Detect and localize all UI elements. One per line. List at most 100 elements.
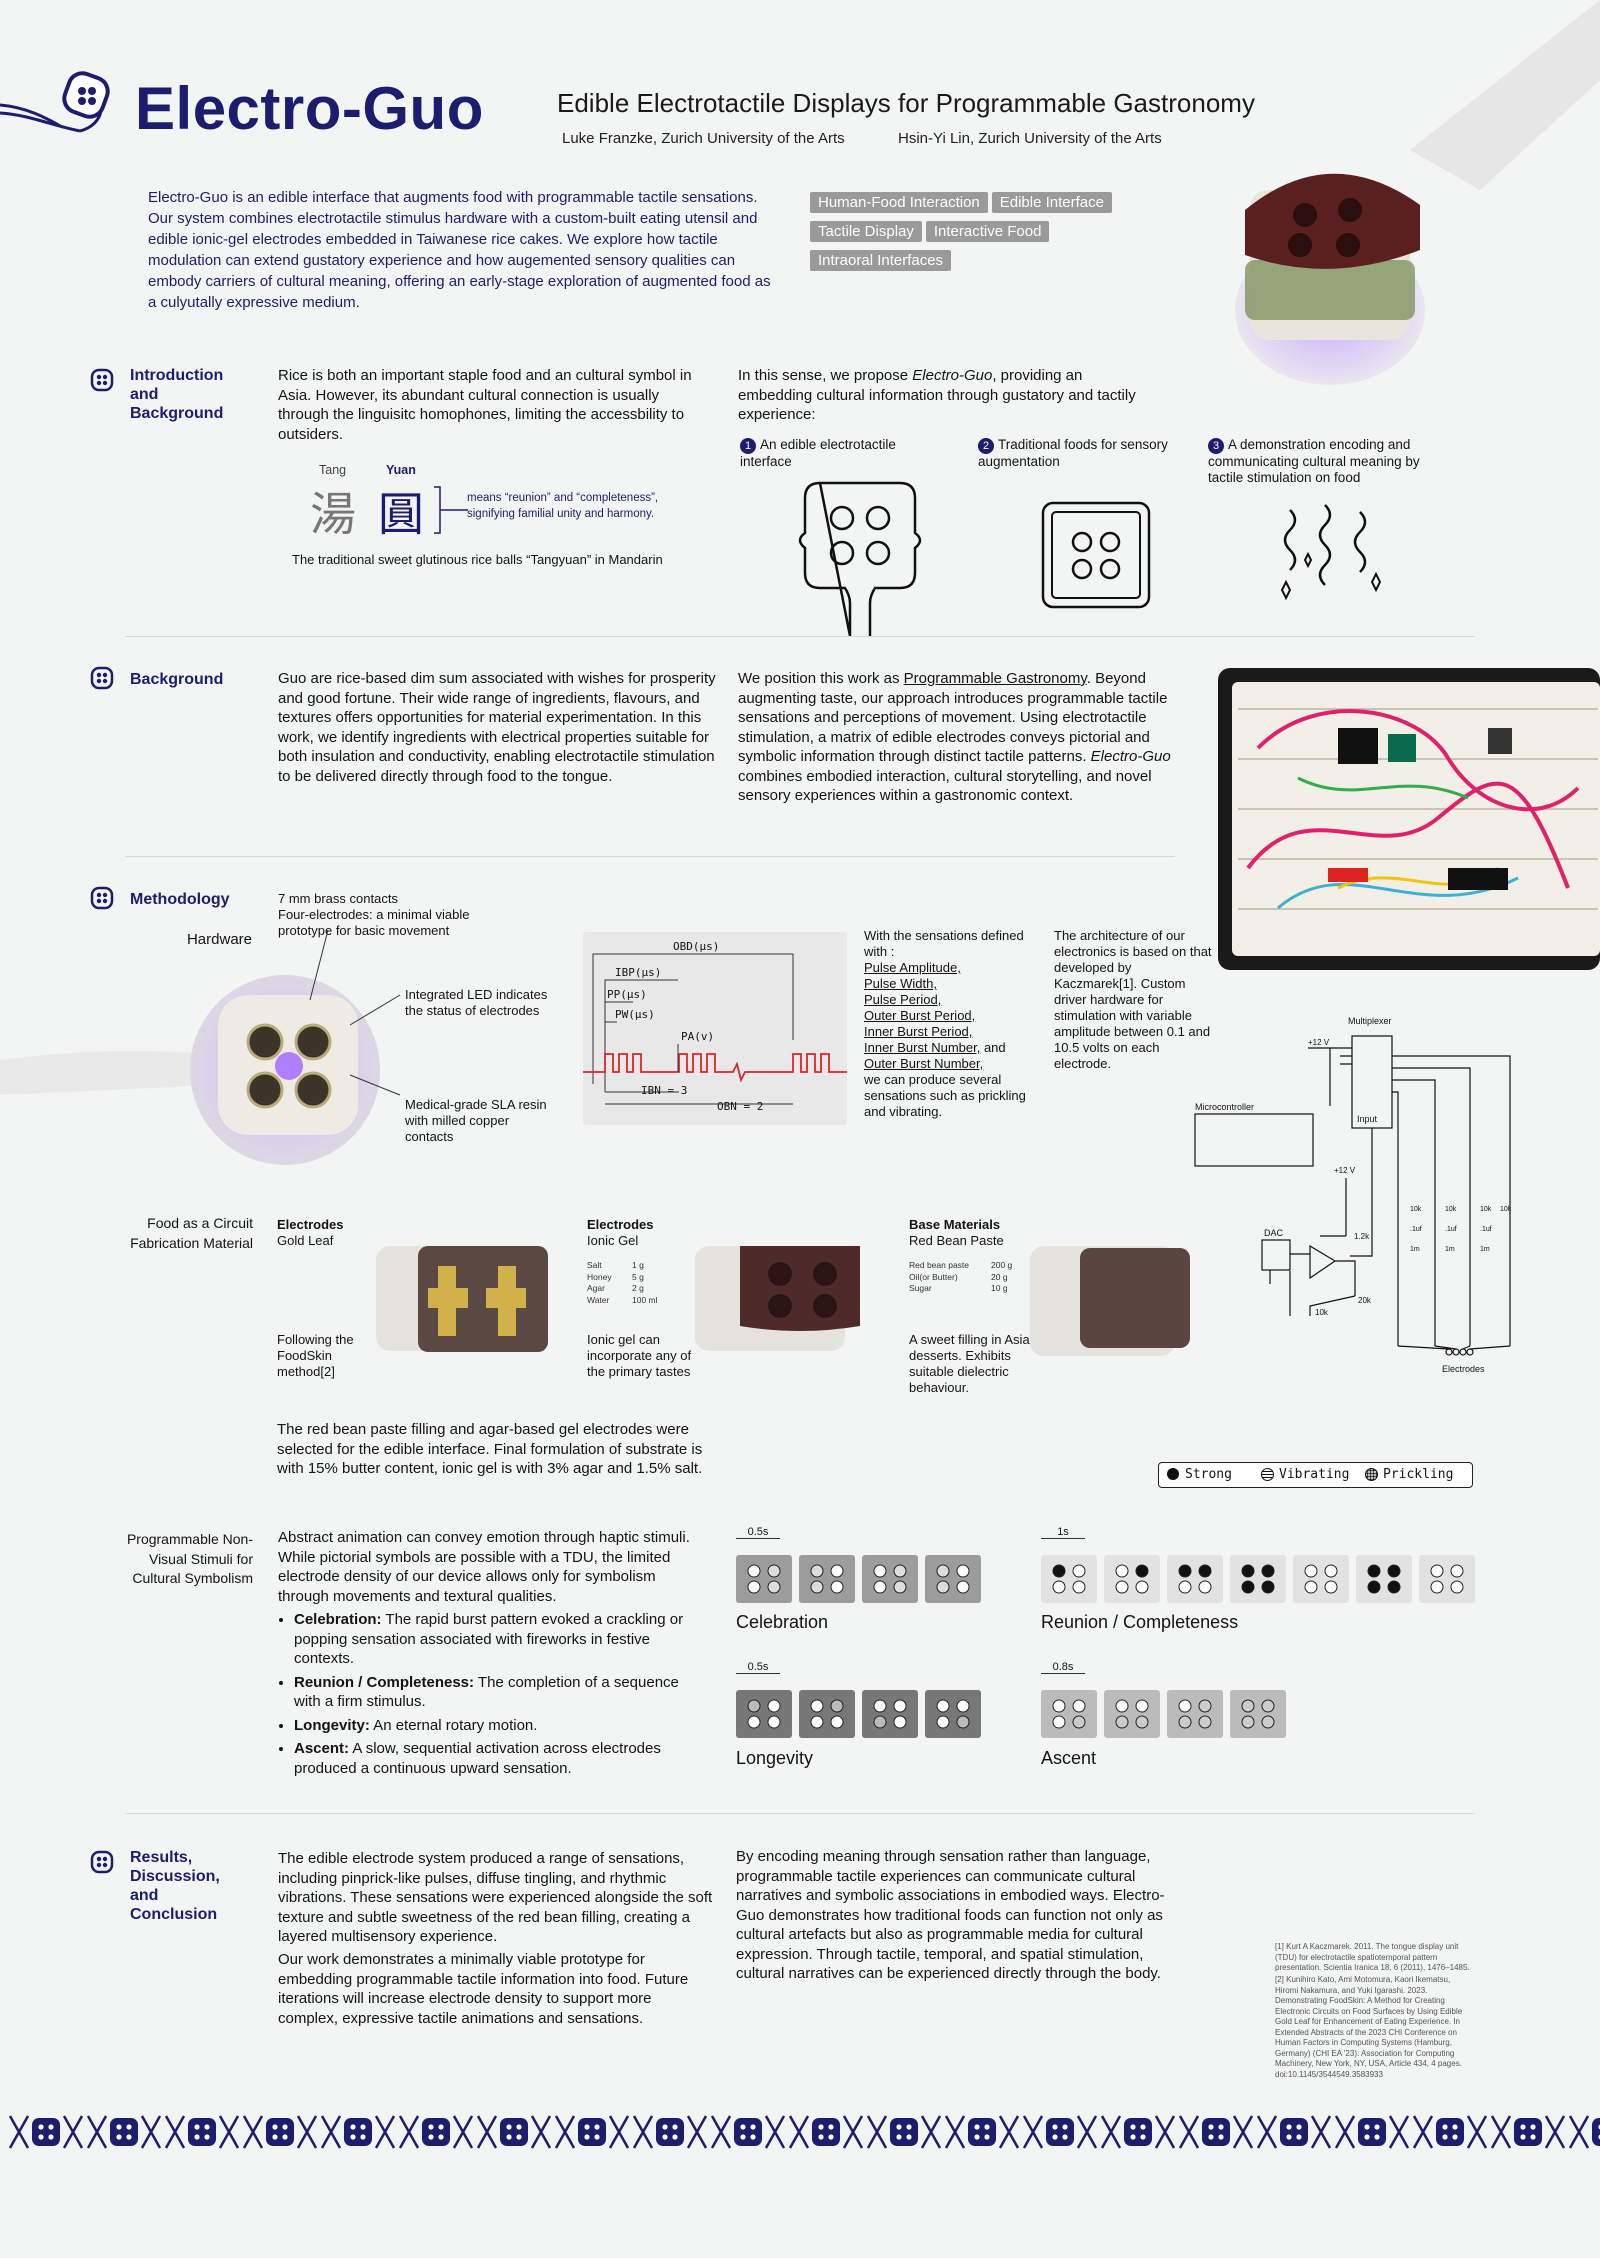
- reference-2: [2] Kunihiro Kato, Ami Motomura, Kaori I…: [1275, 1975, 1463, 2079]
- bg-post: combines embodied interaction, cultural …: [738, 767, 1152, 805]
- border-motif-icon: [1412, 2115, 1488, 2149]
- tang-character: 湯: [310, 487, 356, 541]
- ibn-label: IBN = 3: [641, 1084, 688, 1097]
- pa-label: PA(v): [681, 1030, 715, 1043]
- amount: 5 g: [632, 1271, 644, 1282]
- border-motif-icon: [788, 2115, 864, 2149]
- v-label: +12 V: [1308, 1038, 1330, 1047]
- divider: [125, 636, 1475, 637]
- ingredient: Honey: [587, 1271, 612, 1282]
- food-material-label: Food as a Circuit Fabrication Material: [130, 1215, 253, 1251]
- results-left-1: The edible electrode system produced a r…: [278, 1850, 713, 1945]
- ingredient: Water: [587, 1294, 610, 1305]
- section-title-background: Background: [130, 671, 224, 688]
- contribution-text: An edible electrotactile interface: [740, 437, 896, 469]
- logo-icon: [0, 71, 110, 133]
- mcu-label: Microcontroller: [1195, 1102, 1255, 1112]
- obn-label: OBN = 2: [717, 1100, 764, 1113]
- param: Outer Burst Period,: [864, 1008, 976, 1023]
- border-motif-icon: [398, 2115, 474, 2149]
- pattern-frame: [1230, 1555, 1286, 1603]
- bg-em: Electro-Guo: [1090, 748, 1171, 765]
- svg-text:1m: 1m: [1480, 1246, 1490, 1253]
- gold-leaf-photo: [376, 1246, 548, 1352]
- pattern-name: Reunion / Completeness: [1041, 1612, 1239, 1632]
- breadboard-photo: [1218, 668, 1600, 970]
- r-label: 20k: [1358, 1296, 1371, 1305]
- utensil-drawing: [798, 481, 922, 637]
- waveform-diagram: OBD(μs) IBP(μs) PP(μs) PW(μs) PA(v) IBN …: [583, 932, 847, 1125]
- pattern-duration: 0.5s: [736, 1526, 780, 1539]
- ibp-label: IBP(μs): [615, 966, 662, 979]
- border-motif-icon: [1178, 2115, 1254, 2149]
- border-motif-icon: [320, 2115, 396, 2149]
- bullet-bold: Ascent:: [294, 1740, 350, 1757]
- vibrating-icon: [1261, 1468, 1274, 1481]
- bullet-bold: Reunion / Completeness:: [294, 1673, 475, 1691]
- note-resin: Medical-grade SLA resin with milled copp…: [405, 1097, 547, 1144]
- pattern-frame: [799, 1690, 855, 1738]
- recipe-row: Water 100 ml: [587, 1295, 667, 1307]
- sens-and: and: [980, 1040, 1006, 1055]
- bullet-text: An eternal rotary motion.: [369, 1716, 538, 1734]
- amount: 200 g: [991, 1260, 1013, 1270]
- base-material-note: A sweet filling in Asian desserts. Exhib…: [909, 1332, 1037, 1395]
- tangyuan-caption: The traditional sweet glutinous rice bal…: [292, 552, 663, 567]
- ingredient: Red bean paste: [909, 1260, 970, 1270]
- recipe-row: Sugar 10 g: [909, 1283, 1019, 1295]
- pw-label: PW(μs): [615, 1008, 655, 1021]
- number-badge: 3: [1208, 438, 1224, 454]
- contribution-text: A demonstration encoding and communicati…: [1208, 437, 1420, 485]
- amount: 10 g: [991, 1283, 1008, 1293]
- bullet-bold: Longevity:: [294, 1716, 370, 1734]
- tag: Intraoral Interfaces: [810, 250, 952, 271]
- param: Pulse Period,: [864, 992, 942, 1007]
- note-contacts: 7 mm brass contacts Four-electrodes: a m…: [278, 891, 470, 938]
- section-bullet-icon: [90, 1850, 114, 1874]
- sensation-legend: Strong Vibrating Prickling: [1158, 1462, 1473, 1488]
- legend-strong: Strong: [1185, 1467, 1232, 1482]
- section-title-results: Results, Discussion, and Conclusion: [130, 1849, 220, 1923]
- results-right: By encoding meaning through sensation ra…: [736, 1848, 1165, 1982]
- pattern-frame: [736, 1555, 792, 1603]
- yuan-roman: Yuan: [386, 463, 416, 477]
- param: Inner Burst Period,: [864, 1024, 973, 1039]
- col-sub: Gold Leaf: [277, 1233, 334, 1248]
- ingredient: Sugar: [909, 1283, 932, 1293]
- border-motif-icon: [1334, 2115, 1410, 2149]
- ingredient: Salt: [587, 1260, 602, 1270]
- bullet-item: Longevity: An eternal rotary motion.: [294, 1716, 708, 1736]
- pattern-frame: [862, 1690, 918, 1738]
- pulse-train: [583, 1053, 847, 1083]
- param: Pulse Amplitude,: [864, 960, 961, 975]
- col-head: Electrodes: [277, 1217, 344, 1232]
- callout-lines: [309, 930, 401, 1096]
- pattern-frame: [1167, 1555, 1223, 1603]
- bullet-item: Celebration: The rapid burst pattern evo…: [294, 1610, 708, 1669]
- pattern-frame: [1104, 1555, 1160, 1603]
- col-sub: Ionic Gel: [587, 1233, 639, 1248]
- border-motif-icon: [710, 2115, 786, 2149]
- amount: 2 g: [632, 1283, 644, 1293]
- section-bullet-icon: [90, 666, 114, 690]
- section-bullet-icon: [90, 368, 114, 392]
- amount: 100 ml: [632, 1294, 658, 1305]
- svg-text:1m: 1m: [1445, 1246, 1455, 1253]
- pattern-frame: [1293, 1555, 1349, 1603]
- dac-label: DAC: [1264, 1228, 1284, 1238]
- border-motif-icon: [1490, 2115, 1566, 2149]
- pattern-name: Celebration: [736, 1612, 829, 1632]
- results-left-2: Our work demonstrates a minimally viable…: [278, 1951, 689, 2027]
- programmable-gastronomy-link[interactable]: Programmable Gastronomy: [903, 670, 1087, 687]
- food-summary: The red bean paste filling and agar-base…: [277, 1421, 703, 1477]
- svg-text:.1uf: .1uf: [1410, 1226, 1422, 1233]
- propose-em: Electro-Guo: [912, 367, 993, 384]
- svg-text:10k: 10k: [1445, 1206, 1457, 1213]
